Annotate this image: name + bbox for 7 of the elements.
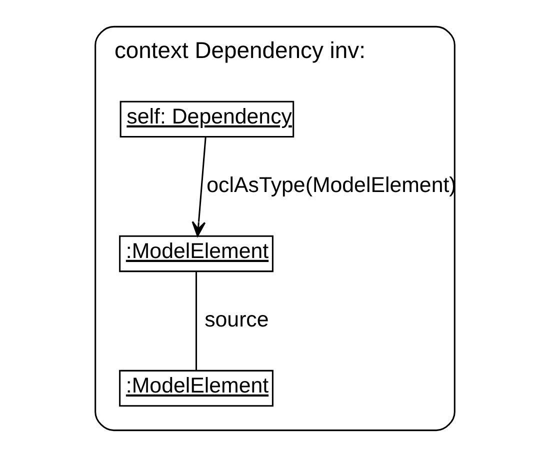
edge-label: source [204, 308, 268, 332]
node-box: :ModelElement [118, 235, 273, 272]
node-box: :ModelElement [118, 370, 273, 407]
edge-label: oclAsType(ModelElement) [206, 173, 456, 198]
node-box: self: Dependency [119, 100, 294, 138]
arrow [191, 136, 206, 237]
connector [195, 271, 197, 370]
